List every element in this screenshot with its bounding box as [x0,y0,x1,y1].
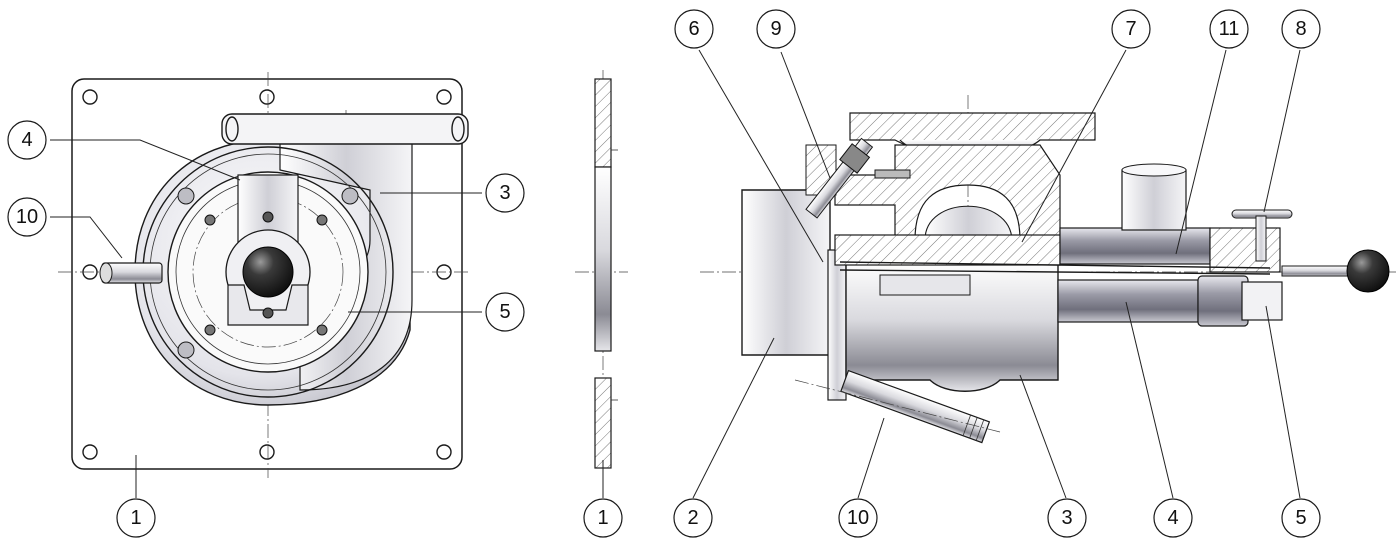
balloon-front-5: 5 [485,292,525,332]
balloon-label: 4 [21,129,32,151]
balloon-label: 3 [499,182,510,204]
adjuster-rod [1281,265,1353,277]
balloon-label: 3 [1061,507,1072,529]
adjuster-ball [1346,249,1390,293]
clamp-jaws [227,284,309,326]
balloon-front-3: 3 [485,173,525,213]
front-view [58,72,470,478]
shaft-tube [1057,279,1199,323]
balloon-label: 1 [597,507,608,529]
flush-port [1121,169,1187,231]
balloon-section-9: 9 [756,9,796,49]
balloons: 4 10 3 5 1 1 6 9 [7,9,1321,538]
balloon-label: 8 [1295,18,1306,40]
balloon-section-4: 4 [1153,498,1193,538]
balloon-label: 10 [16,206,38,228]
angled-sensor [805,137,874,219]
balloon-label: 2 [687,507,698,529]
balloon-front-10: 10 [7,197,47,237]
balloon-label: 4 [1167,507,1178,529]
balloon-section-8: 8 [1281,9,1321,49]
shaft-section [834,234,1061,266]
balloon-front-4: 4 [7,120,47,160]
drain-pipe-section [840,369,991,444]
balloon-flange-1: 1 [583,498,623,538]
end-block [1241,281,1283,321]
back-plate [827,249,847,401]
balloon-label: 10 [847,507,869,529]
balloon-section-6: 6 [674,9,714,49]
balloon-label: 7 [1125,18,1136,40]
leader-lines [50,49,1301,499]
balloon-label: 5 [1295,507,1306,529]
balloon-label: 1 [130,507,141,529]
adjuster-knob [242,246,294,298]
balloon-label: 9 [770,18,781,40]
balloon-section-3: 3 [1047,498,1087,538]
flange-side-view [575,70,628,478]
balloon-front-1: 1 [116,498,156,538]
discharge-flange [221,113,469,145]
balloon-section-10: 10 [838,498,878,538]
balloon-label: 11 [1219,18,1240,40]
cover-screws [204,214,328,336]
balloon-label: 6 [688,18,699,40]
casing-bolts [177,187,359,359]
balloon-section-5: 5 [1281,498,1321,538]
section-view [700,95,1398,444]
t-handle [1231,209,1293,262]
balloon-section-2: 2 [673,498,713,538]
plate-holes [82,89,452,460]
balloon-label: 5 [499,301,510,323]
balloon-section-7: 7 [1111,9,1151,49]
balloon-section-11: 11 [1209,9,1249,49]
